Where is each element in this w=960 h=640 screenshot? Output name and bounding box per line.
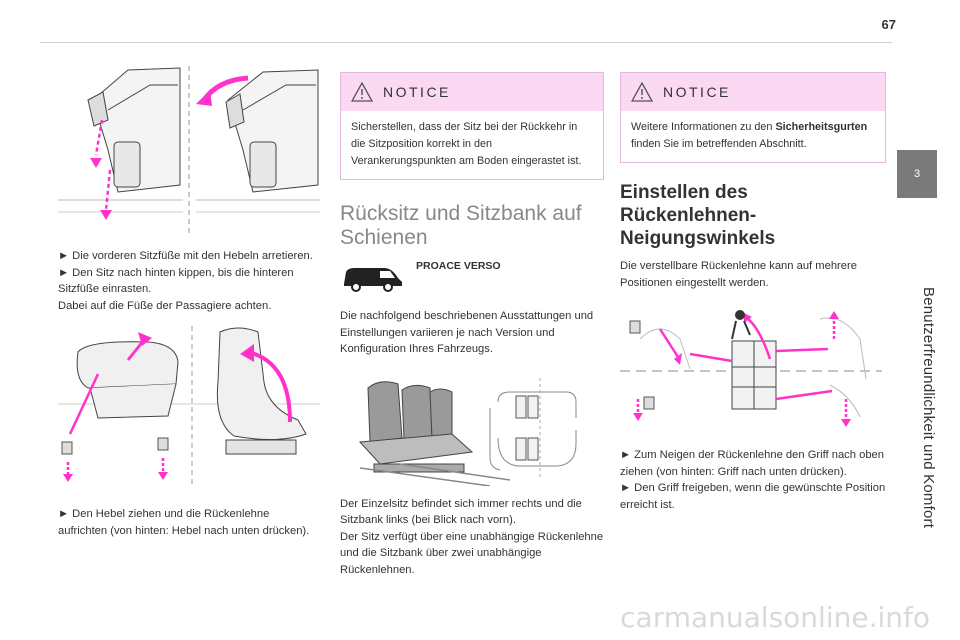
vehicle-label: PROACE VERSO	[416, 260, 501, 272]
column-1: ► Die vorderen Sitzfüße mit den Hebeln a…	[58, 60, 320, 539]
equipment-note: Die nachfolgend beschriebenen Ausstattun…	[340, 310, 594, 355]
seatbelt-link[interactable]: Sicherheitsgurten	[775, 121, 868, 133]
watermark: carmanualsonline.info	[620, 601, 930, 634]
backrest-raise-illustration	[58, 326, 320, 488]
recline-step-2: ► Den Griff freigeben, wenn die gewünsch…	[620, 482, 886, 511]
caution-feet: Dabei auf die Füße der Passagiere achten…	[58, 299, 272, 312]
recline-illustration	[620, 310, 882, 427]
rail-seats-illustration	[358, 377, 577, 486]
notice-text-prefix: Weitere Informationen zu den	[631, 121, 776, 133]
vehicle-version-row: PROACE VERSO	[340, 260, 604, 292]
notice-box-2: NOTICE Weitere Informationen zu den Sich…	[620, 72, 886, 163]
column-2: NOTICE Sicherstellen, dass der Sitz bei …	[340, 60, 604, 578]
seat-position-note: Der Einzelsitz befindet sich immer recht…	[340, 497, 582, 527]
warning-icon	[631, 82, 653, 102]
column-3: NOTICE Weitere Informationen zu den Sich…	[620, 60, 886, 513]
notice-text: Sicherstellen, dass der Sitz bei der Rüc…	[351, 121, 582, 167]
top-rule	[40, 42, 892, 43]
notice-title: NOTICE	[383, 84, 451, 100]
backrest-note: Der Sitz verfügt über eine unabhängige R…	[340, 530, 604, 576]
recline-intro: Die verstellbare Rückenlehne kann auf me…	[620, 260, 857, 289]
section-heading-seats: Rücksitz und Sitzbank auf Schienen	[340, 202, 582, 249]
notice-text-suffix: finden Sie im betreffenden Abschnitt.	[631, 138, 807, 150]
chapter-tab[interactable]: 3	[897, 150, 937, 198]
notice-text-2: Weitere Informationen zu den Sicherheits…	[621, 111, 885, 162]
recline-step-1: ► Zum Neigen der Rückenlehne den Griff n…	[620, 449, 884, 478]
section-heading-recline: Einstellen des Rückenlehnen-Neigungswink…	[620, 182, 776, 249]
warning-icon	[351, 82, 373, 102]
notice-header: NOTICE	[341, 73, 603, 111]
van-icon	[344, 268, 402, 292]
seat-tilt-illustration	[58, 66, 320, 236]
notice-title-2: NOTICE	[663, 84, 731, 100]
page-number: 67	[881, 17, 896, 32]
instruction-tilt-2: ► Den Sitz nach hinten kippen, bis die h…	[58, 266, 294, 296]
chapter-title: Benutzerfreundlichkeit und Komfort	[920, 287, 937, 529]
notice-header-2: NOTICE	[621, 73, 885, 111]
instruction-backrest: ► Den Hebel ziehen und die Rückenlehne a…	[58, 508, 310, 537]
notice-box-1: NOTICE Sicherstellen, dass der Sitz bei …	[340, 72, 604, 180]
instruction-tilt-1: ► Die vorderen Sitzfüße mit den Hebeln a…	[58, 250, 313, 262]
